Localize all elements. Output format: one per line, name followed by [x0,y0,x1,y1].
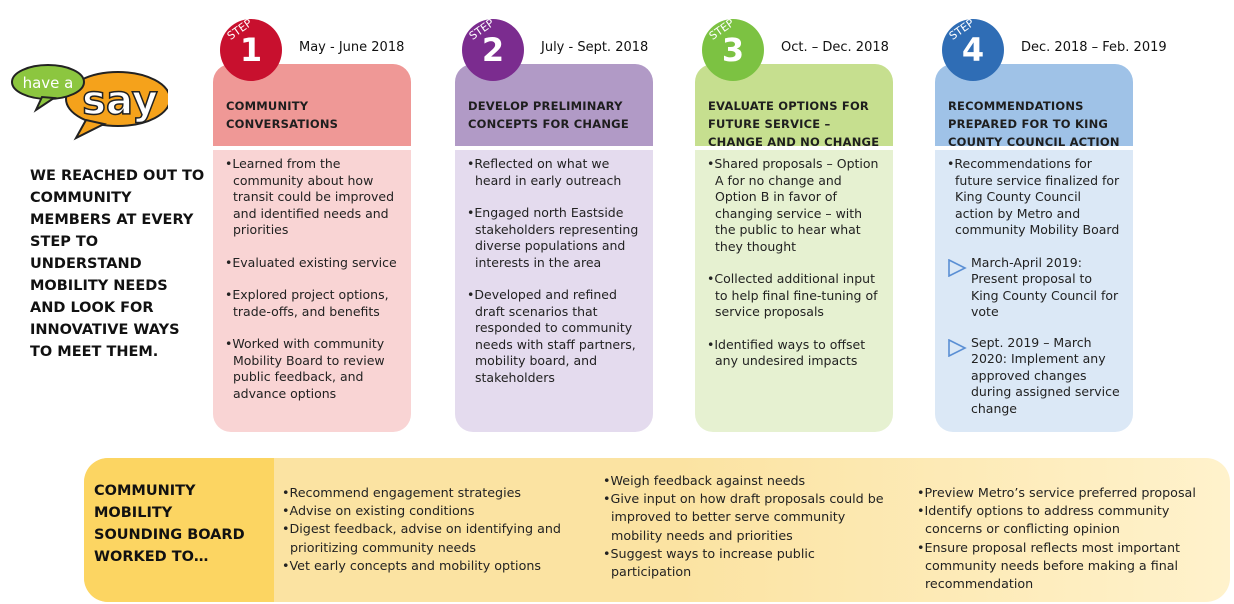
step-2-body: Reflected on what we heard in early outr… [455,150,653,432]
tagline: WE REACHED OUT TO COMMUNITY MEMBERS AT E… [30,168,205,360]
step-item: Learned from the community about how tra… [225,156,401,239]
step-item: Collected additional input to help final… [707,271,883,321]
board-item: Vet early concepts and mobility options [282,557,582,575]
step-2-title: DEVELOP PRELIMINARY CONCEPTS FOR CHANGE [455,64,653,146]
step-4-body: Recommendations for future service final… [935,150,1133,432]
logo-text-say: say [82,78,158,124]
have-a-say-logo: have a say [8,62,168,142]
step-3-body: Shared proposals – Option A for no chang… [695,150,893,432]
step-4-date: Dec. 2018 – Feb. 2019 [1021,40,1167,55]
board-group-3: Preview Metro’s service preferred propos… [917,484,1227,593]
speech-bubbles-icon: have a say [11,64,168,141]
board-item: Give input on how draft proposals could … [603,490,893,545]
step-number: 1 [239,31,263,69]
step-number: 2 [481,31,505,69]
step-sub-item: March-April 2019: Present proposal to Ki… [947,255,1123,321]
play-triangle-icon [948,258,967,277]
logo-text-have-a: have a [23,74,74,92]
step-item: Recommendations for future service final… [947,156,1123,239]
board-group-1: Recommend engagement strategiesAdvise on… [282,484,582,575]
board-item: Suggest ways to increase public particip… [603,545,893,581]
step-item: Shared proposals – Option A for no chang… [707,156,883,255]
step-sub-item-text: Sept. 2019 – March 2020: Implement any a… [971,334,1120,416]
step-1-date: May - June 2018 [299,40,405,55]
step-item: Identified ways to offset any undesired … [707,337,883,370]
sounding-board-title: COMMUNITY MOBILITY SOUNDING BOARD WORKED… [94,483,245,565]
step-item: Engaged north Eastside stakeholders repr… [467,205,643,271]
step-1-body: Learned from the community about how tra… [213,150,411,432]
board-item: Preview Metro’s service preferred propos… [917,484,1227,502]
sounding-board-header-panel [84,458,274,602]
step-sub-item-text: March-April 2019: Present proposal to Ki… [971,254,1119,320]
step-item: Evaluated existing service [225,255,401,272]
step-number: 3 [721,31,745,69]
step-2-date: July - Sept. 2018 [541,40,649,55]
step-item: Reflected on what we heard in early outr… [467,156,643,189]
step-item: Explored project options, trade-offs, an… [225,287,401,320]
board-item: Ensure proposal reflects most important … [917,539,1227,594]
board-group-2: Weigh feedback against needsGive input o… [603,472,893,581]
board-item: Identify options to address community co… [917,502,1227,538]
step-item: Developed and refined draft scenarios th… [467,287,643,386]
step-3-date: Oct. – Dec. 2018 [781,40,889,55]
board-item: Recommend engagement strategies [282,484,582,502]
board-item: Digest feedback, advise on identifying a… [282,520,582,556]
step-number: 4 [961,31,985,69]
step-item: Worked with community Mobility Board to … [225,336,401,402]
step-sub-item: Sept. 2019 – March 2020: Implement any a… [947,335,1123,418]
board-item: Weigh feedback against needs [603,472,893,490]
board-item: Advise on existing conditions [282,502,582,520]
play-triangle-icon [948,338,967,357]
